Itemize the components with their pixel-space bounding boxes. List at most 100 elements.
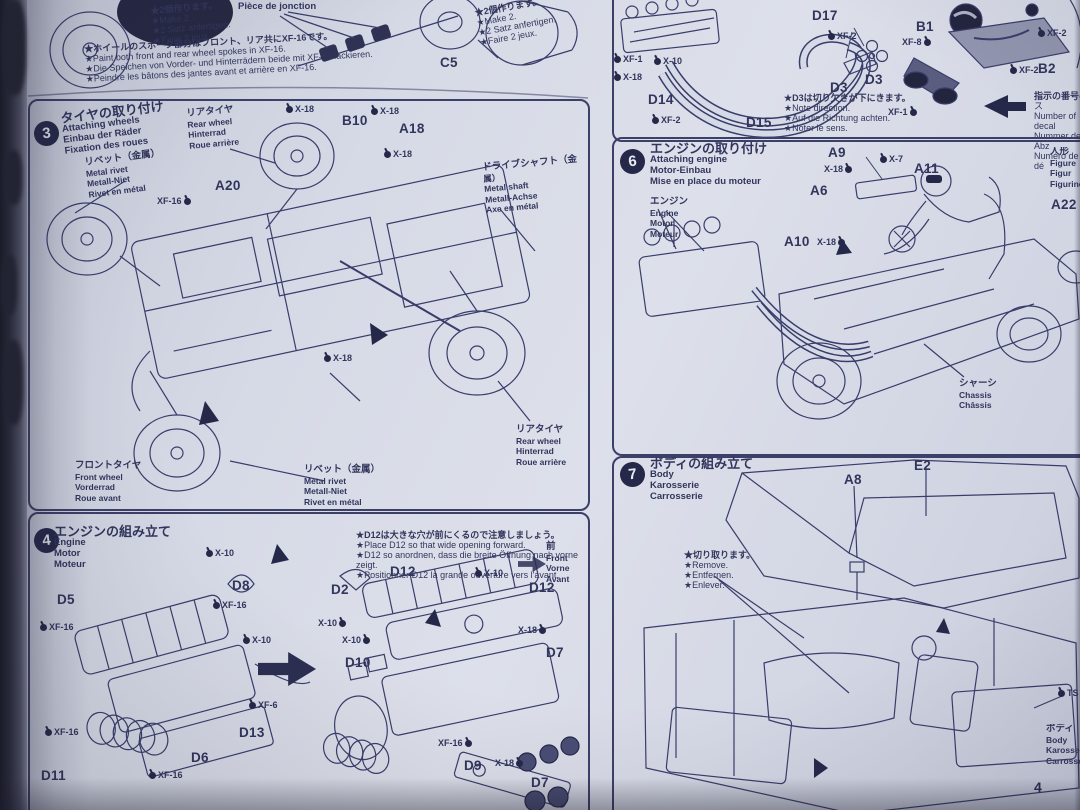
paint-code: XF-8 bbox=[902, 37, 922, 47]
part-label: D5 bbox=[57, 592, 75, 607]
paint-code: XF-16 bbox=[49, 622, 74, 632]
paint-callout: TS bbox=[1058, 688, 1079, 698]
chassis-wheels-diagram bbox=[46, 122, 536, 492]
left-page-art-fragment bbox=[1, 255, 17, 315]
part-label: D15 bbox=[746, 115, 772, 130]
paint-callout: X-18 bbox=[324, 353, 352, 363]
paint-code: XF-16 bbox=[222, 600, 247, 610]
part-label: D11 bbox=[41, 768, 66, 783]
paint-code: X-7 bbox=[889, 154, 904, 164]
page-number: 4 bbox=[1034, 779, 1042, 795]
paint-code: X-10 bbox=[252, 635, 272, 645]
part-label: A11 bbox=[914, 161, 939, 176]
paint-callout: XF-1 bbox=[614, 54, 643, 64]
paint-code: X-18 bbox=[824, 164, 844, 174]
paint-code: XF-2 bbox=[1047, 28, 1067, 38]
paint-callout: XF-2 bbox=[1038, 28, 1067, 38]
paint-code: X-10 bbox=[318, 618, 338, 628]
paint-callout: X-18 bbox=[824, 164, 853, 174]
paint-callout: XF-16 bbox=[438, 738, 472, 748]
paint-dot-icon bbox=[1058, 689, 1065, 697]
caption: フロントタイヤ Front wheel Vorderrad Roue avant bbox=[75, 460, 142, 503]
part-label: A6 bbox=[810, 183, 828, 198]
paint-callout: X-18 bbox=[518, 625, 547, 635]
paint-dot-icon bbox=[1038, 29, 1045, 37]
part-label: D7 bbox=[531, 775, 549, 790]
paint-callout: XF-1 bbox=[888, 107, 917, 117]
paint-dot-icon bbox=[183, 197, 191, 205]
paint-code: TS bbox=[1067, 688, 1079, 698]
paint-callout: X-18 bbox=[495, 758, 524, 768]
part-label: D10 bbox=[345, 655, 371, 670]
paint-callout: X-10 bbox=[243, 635, 271, 645]
paint-dot-icon bbox=[539, 626, 547, 634]
part-label: A18 bbox=[399, 121, 425, 136]
panel-step2-partial: Pièce de jonction★2個作ります。 ★Make 2. ★2 Sa… bbox=[28, 0, 588, 97]
paint-callout: X-10 bbox=[475, 568, 503, 578]
panel-step6-attaching-engine: 6 bbox=[612, 137, 1080, 456]
paint-callout: XF-2 bbox=[1010, 65, 1039, 75]
step-title: ボディの組み立て Body Karosserie Carrosserie bbox=[650, 456, 754, 502]
paint-callout: X-10 bbox=[342, 635, 371, 645]
caption: ドライブシャフト（金属） Metal shaft Metall-Achse Ax… bbox=[481, 153, 578, 215]
driver-figure-art bbox=[883, 165, 1006, 280]
paint-dot-icon bbox=[880, 155, 887, 163]
part-label: D2 bbox=[331, 582, 349, 597]
paint-dot-icon bbox=[475, 569, 482, 577]
paint-dot-icon bbox=[923, 38, 931, 46]
panel-step3-attaching-wheels: 3 bbox=[28, 98, 590, 511]
paint-code: XF-16 bbox=[54, 727, 79, 737]
paint-dot-icon bbox=[845, 165, 853, 173]
decal-arrow-icon bbox=[984, 95, 1026, 118]
panel-step7-body: 7 ボディの組み立て bbox=[612, 456, 1080, 810]
part-label: D3 bbox=[830, 80, 848, 95]
part-label: D12 bbox=[529, 580, 555, 595]
paint-code: XF-6 bbox=[258, 700, 278, 710]
chassis-caption: シャーシ Chassis Châssis bbox=[959, 378, 997, 410]
part-label: A22 bbox=[1051, 197, 1077, 212]
paint-dot-icon bbox=[324, 354, 331, 362]
paint-dot-icon bbox=[249, 701, 256, 709]
part-label: D12 bbox=[390, 564, 416, 579]
part-label: D13 bbox=[239, 725, 265, 740]
engine-chassis-diagram bbox=[638, 156, 1080, 420]
paint-dot-icon bbox=[516, 759, 524, 767]
paint-dot-icon bbox=[614, 55, 621, 63]
front-direction-caption: 前 Front Vorne Avant bbox=[546, 541, 570, 584]
paint-code: XF-2 bbox=[837, 31, 857, 41]
paint-code: X-18 bbox=[623, 72, 643, 82]
paint-dot-icon bbox=[654, 57, 661, 65]
paint-callout: XF-2 bbox=[652, 115, 681, 125]
paint-dot-icon bbox=[464, 739, 472, 747]
d12-orientation-note: ★D12は大きな穴が前にくるので注意しましょう。 ★Place D12 so t… bbox=[356, 530, 579, 580]
part-label: B10 bbox=[342, 113, 368, 128]
paint-code: X-18 bbox=[817, 237, 837, 247]
paint-callout: X-10 bbox=[206, 548, 234, 558]
paint-callout: XF-16 bbox=[149, 770, 183, 780]
figure-caption: 人形 Figure Figur Figurine bbox=[1050, 147, 1080, 189]
part-label: D17 bbox=[812, 8, 838, 23]
paint-callout: XF-8 bbox=[902, 37, 931, 47]
part-label: E2 bbox=[914, 458, 932, 473]
page-binding-shadow bbox=[0, 0, 27, 810]
paint-dot-icon bbox=[45, 728, 52, 736]
paint-dot-icon bbox=[828, 32, 835, 40]
paint-dot-icon bbox=[652, 116, 659, 124]
paint-dot-icon bbox=[40, 623, 47, 631]
paint-code: XF-2 bbox=[661, 115, 681, 125]
body-shell-diagram bbox=[643, 459, 1080, 810]
paint-code: X-10 bbox=[215, 548, 235, 558]
paint-code: XF-2 bbox=[1019, 65, 1039, 75]
paint-code: X-18 bbox=[495, 758, 515, 768]
part-label: A10 bbox=[784, 234, 810, 249]
paint-callout: X-18 bbox=[614, 72, 642, 82]
remove-note: ★切り取ります。 ★Remove. ★Entfernen. ★Enlever. bbox=[684, 550, 756, 590]
part-label: A9 bbox=[828, 145, 846, 160]
part-label: A20 bbox=[215, 178, 241, 193]
paint-code: X-10 bbox=[342, 635, 362, 645]
part-label: D14 bbox=[648, 92, 674, 107]
paint-callout: XF-16 bbox=[213, 600, 247, 610]
engine-assembly-diagram bbox=[74, 544, 580, 810]
caption: リベット（金属） Metal rivet Metall-Niet Rivet e… bbox=[304, 464, 381, 507]
